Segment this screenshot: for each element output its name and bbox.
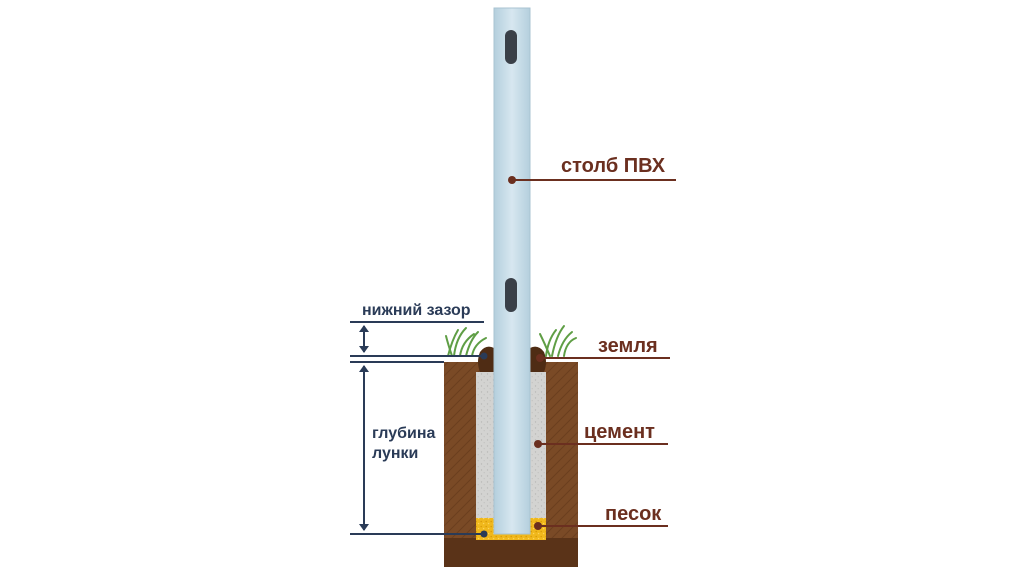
- leader-post: [508, 176, 676, 184]
- label-cement: цемент: [584, 421, 655, 443]
- pvc-post: [493, 7, 531, 535]
- leader-soil: [536, 354, 670, 362]
- post-slot-bottom: [505, 278, 517, 312]
- label-sand: песок: [605, 503, 662, 525]
- soil-bottom-layer: [444, 538, 578, 567]
- label-post: столб ПВХ: [561, 155, 666, 177]
- leader-sand: [534, 522, 668, 530]
- label-hole-depth-2: лунки: [372, 445, 418, 462]
- post-slot-top: [505, 30, 517, 64]
- leader-cement: [534, 440, 668, 448]
- label-hole-depth-1: глубина: [372, 425, 436, 442]
- grass-left: [445, 327, 487, 357]
- dimension-bottom-gap: [350, 321, 488, 360]
- dimension-hole-depth: [350, 361, 488, 538]
- grass-right: [539, 325, 577, 357]
- label-bottom-gap: нижний зазор: [362, 302, 471, 319]
- label-soil: земля: [598, 335, 658, 357]
